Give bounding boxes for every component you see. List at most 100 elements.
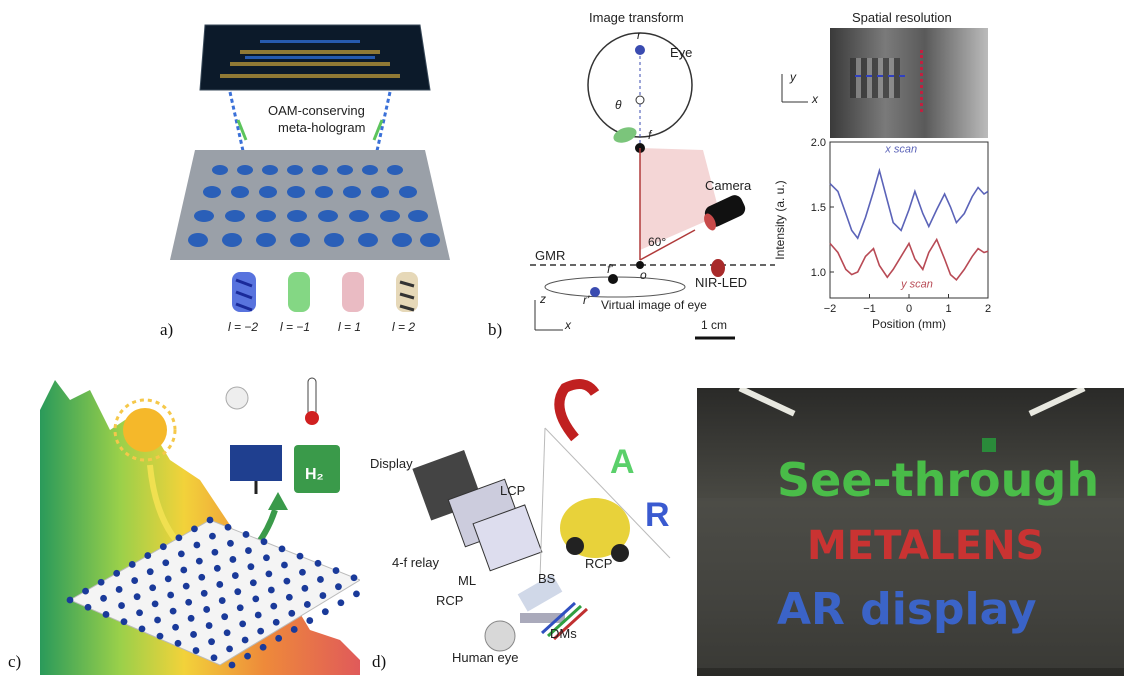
nanoparticle bbox=[241, 636, 249, 644]
point-r-prime-label: r' bbox=[583, 293, 590, 307]
nanoparticle bbox=[213, 564, 221, 572]
nanopillar-array bbox=[188, 165, 440, 247]
axis-z-label: z bbox=[540, 292, 546, 306]
point-o-label: o bbox=[640, 268, 647, 282]
x-tick-label: 1 bbox=[945, 303, 951, 315]
panel-a: OAM-conserving meta-hologram l = −2 l = … bbox=[150, 10, 480, 340]
nanoparticle bbox=[252, 595, 260, 603]
nanoparticle bbox=[337, 599, 345, 607]
y-axis-label: Intensity (a. u.) bbox=[773, 180, 787, 259]
nanoparticle bbox=[146, 568, 154, 576]
nanoparticle bbox=[317, 576, 324, 583]
scale-bar-label: 1 cm bbox=[701, 318, 728, 332]
meta-hologram-illustration bbox=[170, 24, 450, 312]
nanoparticle bbox=[267, 586, 275, 594]
inset-axis-y-label: y bbox=[790, 70, 796, 84]
nanoparticle bbox=[218, 597, 226, 604]
panel-d: Display LCP 4-f relay ML BS RCP RCP DMs … bbox=[370, 378, 680, 676]
gmr-label: GMR bbox=[535, 248, 566, 263]
x-tick-label: −2 bbox=[824, 303, 837, 315]
axis-x-label: x bbox=[565, 318, 571, 332]
nanoparticle bbox=[272, 618, 280, 626]
spatial-resolution-title: Spatial resolution bbox=[852, 10, 952, 25]
hologram-text-line1: See-through bbox=[777, 453, 1100, 507]
nanoparticle bbox=[242, 531, 250, 538]
nanoparticle bbox=[275, 634, 283, 642]
nanoparticle bbox=[244, 652, 251, 660]
x-tick-label: −1 bbox=[863, 303, 876, 315]
hologram-text-line3: AR display bbox=[777, 584, 1037, 635]
nanoparticle bbox=[209, 532, 216, 540]
nanoparticle bbox=[239, 620, 247, 628]
sun-icon bbox=[123, 408, 167, 452]
y-tick-label: 2.0 bbox=[811, 138, 826, 149]
nanoparticle bbox=[206, 516, 214, 524]
x-tick-label: 0 bbox=[906, 303, 912, 315]
nanoparticle bbox=[102, 611, 110, 618]
nanoparticle bbox=[131, 577, 139, 584]
nanoparticle bbox=[263, 554, 270, 562]
panel-b-diagram: Image transform r Eye θ f Camera 60° GMR… bbox=[515, 0, 775, 345]
virtual-image-label: Virtual image of eye bbox=[601, 298, 707, 312]
nanoparticle bbox=[249, 579, 257, 587]
dms-label: DMs bbox=[550, 626, 577, 641]
y-tick-label: 1.0 bbox=[811, 267, 826, 279]
human-eye-label: Human eye bbox=[452, 650, 519, 665]
point-f-prime-label: f' bbox=[607, 262, 613, 276]
light-bulb-icon bbox=[225, 386, 249, 410]
series-label: x scan bbox=[884, 143, 917, 155]
nanoparticle bbox=[234, 588, 242, 596]
human-eye-sphere bbox=[484, 620, 516, 652]
nanoparticle bbox=[210, 654, 218, 662]
nanoparticle bbox=[169, 607, 177, 615]
ar-display-photo: See-through METALENS AR display bbox=[697, 388, 1124, 676]
nanoparticle bbox=[314, 559, 322, 567]
nanoparticle bbox=[151, 600, 159, 608]
nanoparticle bbox=[136, 609, 143, 617]
nanoparticle bbox=[128, 561, 136, 568]
nanoparticle bbox=[236, 604, 244, 612]
point-r-label: r bbox=[637, 28, 641, 42]
image-transform-title: Image transform bbox=[589, 10, 684, 25]
ml-label: ML bbox=[458, 573, 477, 588]
nanoparticle bbox=[162, 559, 170, 567]
panel-label-c: c) bbox=[8, 652, 22, 671]
nanoparticle bbox=[192, 647, 200, 654]
nanoparticle bbox=[290, 626, 298, 633]
nanoparticle bbox=[195, 557, 203, 565]
oam-order-label: l = −2 bbox=[228, 320, 259, 334]
nanoparticle bbox=[200, 589, 208, 597]
nanoparticle bbox=[221, 613, 229, 621]
hologram-text-line2: METALENS bbox=[807, 523, 1045, 569]
nanoparticle bbox=[257, 627, 265, 635]
lcp-label: LCP bbox=[500, 483, 526, 498]
nanoparticle bbox=[254, 611, 262, 619]
nanoparticle bbox=[227, 539, 234, 547]
camera-label: Camera bbox=[705, 178, 752, 193]
hydrogen-pump-icon bbox=[294, 445, 340, 493]
nanoparticle bbox=[149, 584, 157, 592]
nanoparticle bbox=[208, 638, 215, 646]
theta-label: θ bbox=[615, 98, 622, 112]
nanoparticle bbox=[281, 561, 288, 569]
nanoparticle bbox=[159, 543, 167, 551]
inset-axis-x-label: x bbox=[812, 92, 818, 106]
nanoparticle bbox=[260, 538, 268, 546]
nanoparticle bbox=[154, 616, 161, 624]
display-label: Display bbox=[370, 456, 413, 471]
nanoparticle bbox=[118, 602, 125, 609]
h2-label: H₂ bbox=[305, 466, 324, 483]
nanoparticle bbox=[156, 632, 164, 640]
nanoparticle bbox=[97, 578, 105, 586]
nanoparticle bbox=[288, 609, 296, 617]
nanoparticle bbox=[198, 573, 206, 581]
nanoparticle-array bbox=[66, 516, 376, 669]
nanoparticle bbox=[182, 582, 190, 590]
solar-panel-icon bbox=[230, 445, 282, 481]
oam-order-label: l = 2 bbox=[392, 320, 416, 334]
nanoparticle bbox=[144, 552, 152, 559]
nanoparticle bbox=[224, 523, 232, 531]
nanoparticle bbox=[283, 577, 291, 585]
panel-label-b: b) bbox=[488, 320, 503, 339]
nanoparticle bbox=[187, 614, 195, 622]
